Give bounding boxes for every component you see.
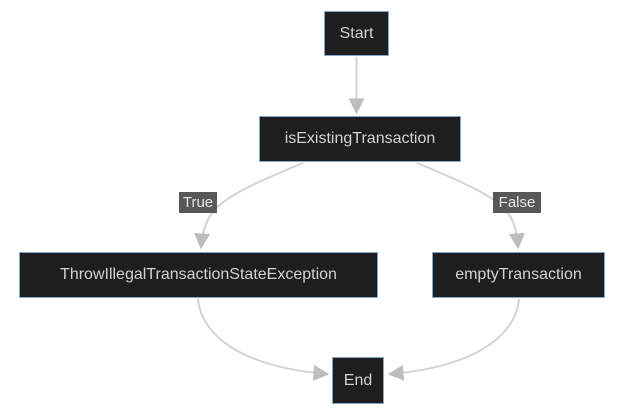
node-is-existing-transaction-label: isExistingTransaction (284, 130, 436, 147)
node-throw-illegal-transaction-state-exception: ThrowIllegalTransactionStateException (19, 252, 378, 298)
edge-empty-to-end (387, 298, 520, 381)
node-empty-transaction-label: emptyTransaction (455, 266, 582, 283)
edge-label-true-text: True (182, 194, 214, 211)
edge-label-true: True (179, 192, 217, 213)
edge-label-false-text: False (498, 194, 536, 211)
node-start-label: Start (339, 24, 374, 42)
node-throw-label: ThrowIllegalTransactionStateException (60, 266, 337, 283)
node-start: Start (324, 11, 389, 56)
node-empty-transaction: emptyTransaction (432, 252, 605, 298)
edge-throw-to-end (197, 298, 330, 381)
node-is-existing-transaction: isExistingTransaction (259, 116, 461, 162)
node-end-label: End (343, 371, 373, 389)
edge-label-false: False (493, 192, 541, 213)
node-end: End (332, 357, 384, 404)
